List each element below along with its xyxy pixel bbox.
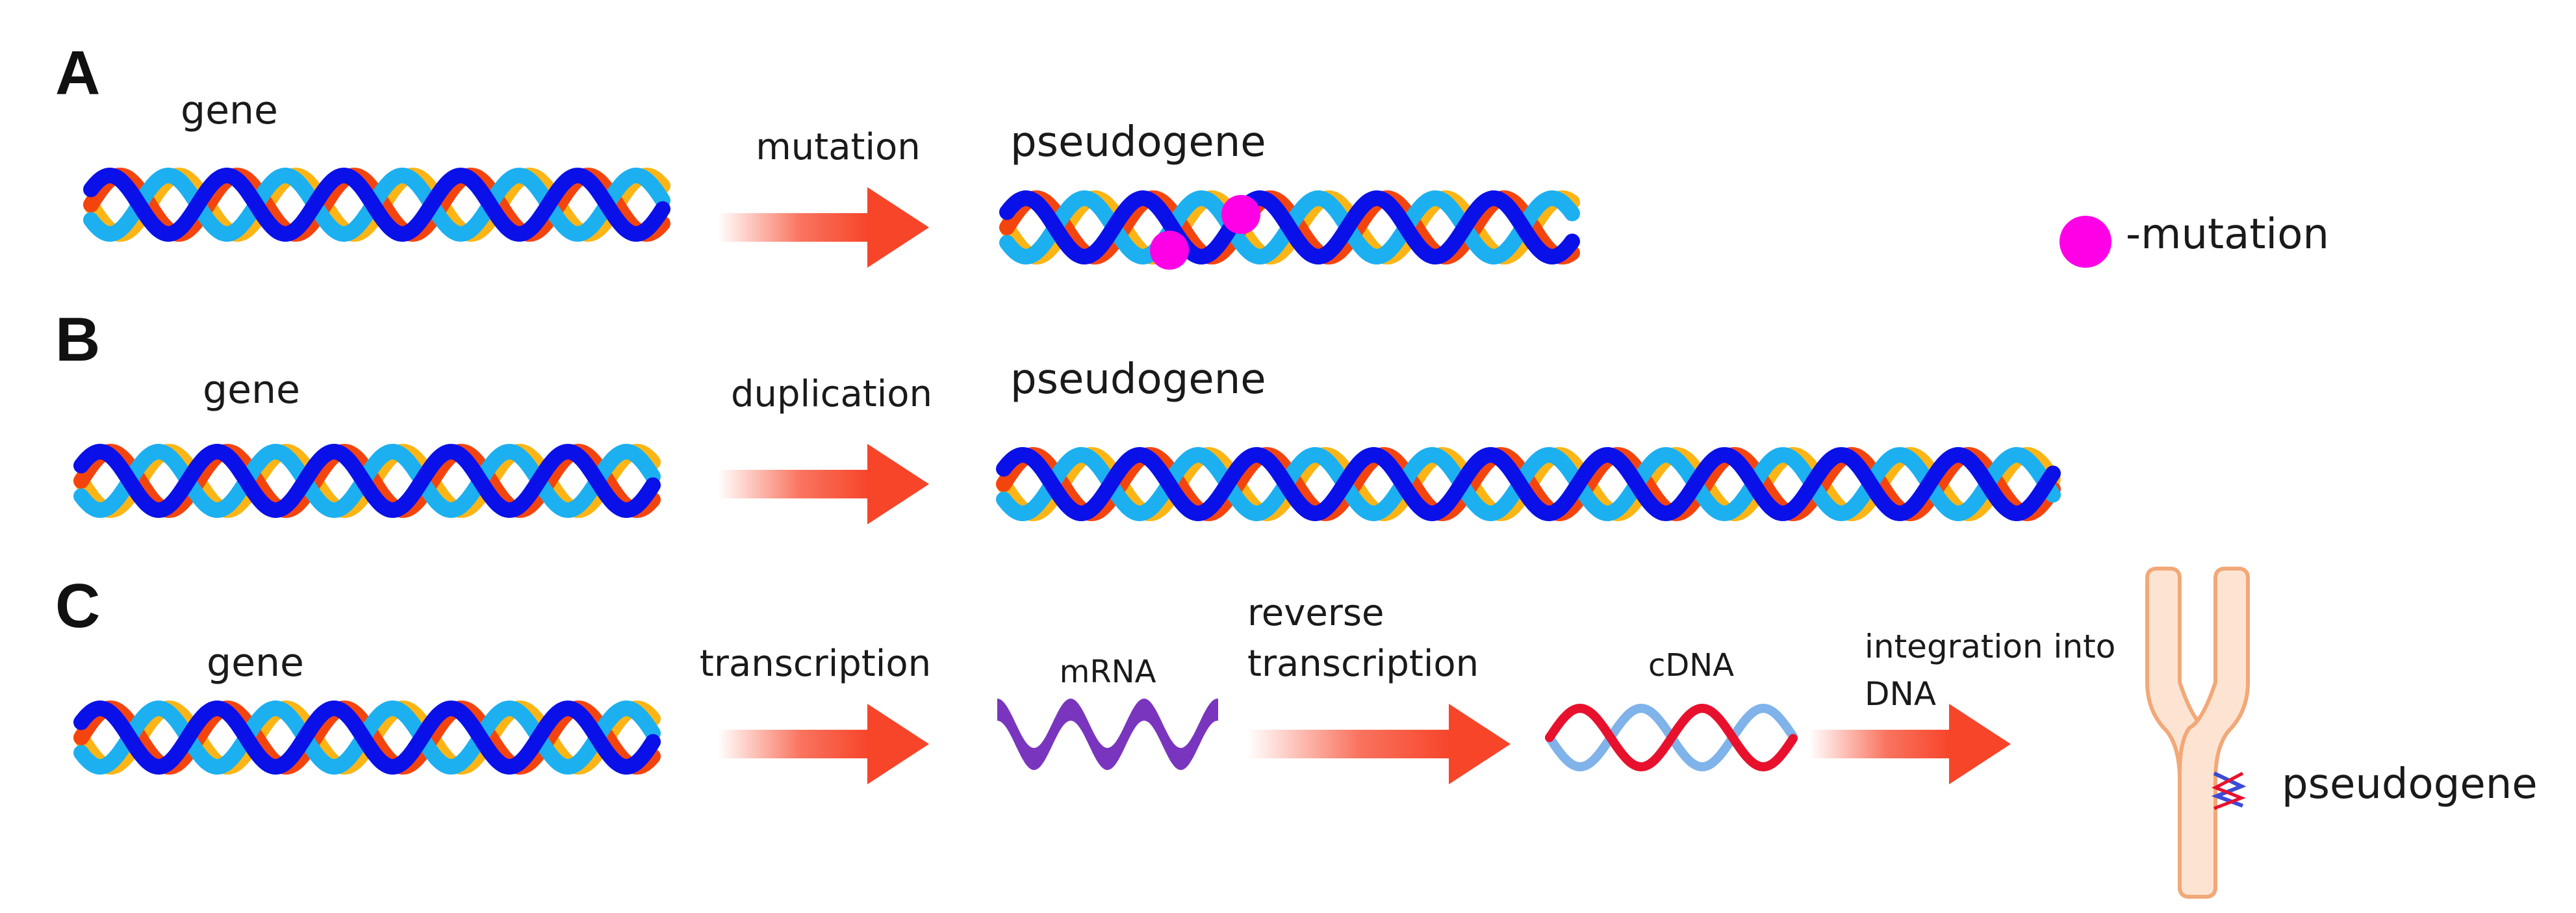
gene-helix-b: [73, 443, 661, 519]
panel-b: B gene duplication pseudogene: [55, 305, 2061, 524]
panel-a: A gene mutation pseudogene -mutation: [55, 38, 2329, 270]
gene-helix-c: [73, 700, 661, 775]
strand-sky: [996, 446, 2061, 522]
panel-letter-b: B: [55, 305, 100, 374]
pseudogene-label-a: pseudogene: [1010, 118, 1266, 166]
gene-label-b: gene: [203, 367, 300, 413]
integration-label-line2: DNA: [1865, 675, 1936, 713]
arrow-shaft: [718, 213, 869, 242]
mutation-arrow: [718, 187, 929, 268]
duplication-arrow: [718, 444, 929, 524]
strand-navy: [999, 190, 1580, 265]
panel-c: C gene transcription mRNA reverse transc…: [55, 567, 2538, 899]
gene-helix-a: [83, 167, 670, 242]
transcription-arrow-label: transcription: [700, 643, 931, 685]
strand-navy: [996, 446, 2061, 522]
inserted-pseudogene-marker: [2211, 771, 2247, 810]
arrow-head: [867, 187, 929, 268]
chromosome: [2145, 567, 2250, 899]
mutation-arrow-label: mutation: [756, 126, 921, 168]
integration-label-line1: integration into: [1865, 628, 2115, 665]
arrow-shaft: [718, 470, 869, 498]
mrna-label: mRNA: [1060, 654, 1156, 690]
gene-label-c: gene: [207, 640, 304, 686]
chromosome-chromatid-right: [2178, 567, 2250, 899]
pseudogene-label-c: pseudogene: [2282, 760, 2538, 808]
duplication-arrow-label: duplication: [731, 373, 932, 415]
reverse-transcription-arrow: [1247, 704, 1511, 784]
mutation-dot-2: [1221, 195, 1260, 234]
strand-navy: [73, 443, 661, 519]
gene-label-a: gene: [181, 88, 278, 133]
reverse-transcription-label-line2: transcription: [1247, 643, 1479, 685]
duplicated-pseudogene-helix: [996, 446, 2061, 522]
mutation-legend-label: -mutation: [2126, 211, 2329, 259]
arrow-head: [1449, 704, 1511, 784]
arrow-head: [867, 444, 929, 524]
cdna-red-strand: [1545, 703, 1798, 772]
arrow-head: [1949, 704, 2011, 784]
pseudogene-label-b: pseudogene: [1010, 355, 1266, 404]
transcription-arrow: [718, 704, 929, 784]
mrna-strand: [997, 699, 1218, 770]
mutation-legend-dot: [2060, 216, 2111, 268]
arrow-shaft: [1247, 730, 1450, 758]
cdna-helix: [1545, 703, 1798, 772]
strand-navy: [83, 167, 670, 242]
arrow-shaft: [718, 730, 869, 758]
integration-arrow: [1809, 704, 2011, 784]
panel-letter-a: A: [55, 38, 100, 108]
mutation-dot-1: [1150, 231, 1189, 270]
cdna-label: cDNA: [1648, 647, 1734, 684]
reverse-transcription-label-line1: reverse: [1247, 592, 1384, 634]
arrow-shaft: [1809, 730, 1950, 758]
mutated-pseudogene-helix: [999, 190, 1580, 265]
arrow-head: [867, 704, 929, 784]
strand-navy: [73, 700, 661, 775]
panel-letter-c: C: [55, 571, 100, 641]
